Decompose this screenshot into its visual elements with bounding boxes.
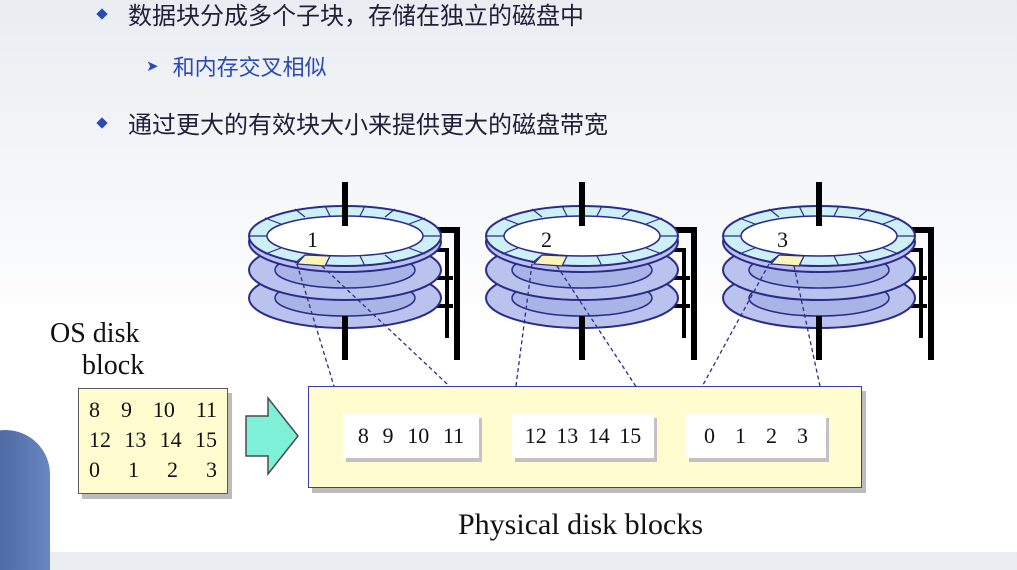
physical-block-cell: 3 — [797, 423, 808, 448]
disk-2-label: 2 — [541, 227, 552, 252]
os-block-cell: 15 — [194, 427, 217, 452]
os-disk-block-box: 8 9 10 11 12 13 14 15 0 1 2 3 — [78, 388, 228, 494]
physical-block-disk-3: 0 1 2 3 — [686, 414, 826, 458]
disk-1 — [249, 182, 457, 360]
os-block-cell: 8 — [89, 397, 100, 422]
os-block-row-2: 12 13 14 15 — [89, 427, 217, 453]
physical-block-cell: 1 — [735, 423, 746, 448]
sub-bullet-1: ➤ 和内存交叉相似 — [146, 50, 327, 82]
os-block-cell: 1 — [128, 457, 139, 482]
physical-block-cell: 12 — [524, 423, 547, 448]
os-block-cell: 12 — [89, 427, 111, 452]
bullet-1: 数据块分成多个子块，存储在独立的磁盘中 — [96, 0, 584, 31]
physical-block-disk-2: 12 13 14 15 — [512, 414, 654, 458]
physical-block-cell: 10 — [407, 423, 430, 448]
physical-block-cell: 15 — [619, 423, 642, 448]
os-label-line1: OS disk — [50, 318, 140, 349]
os-block-row-3: 0 1 2 3 — [89, 457, 217, 483]
physical-block-cell: 13 — [556, 423, 579, 448]
bullet-2: 通过更大的有效块大小来提供更大的磁盘带宽 — [96, 105, 608, 140]
disk-3-label: 3 — [777, 227, 788, 252]
os-block-cell: 11 — [195, 397, 217, 422]
os-block-cell: 0 — [89, 457, 100, 482]
physical-block-cell: 9 — [382, 423, 394, 448]
os-block-cell: 13 — [124, 427, 147, 452]
arrow-icon — [245, 395, 299, 477]
physical-block-cell: 8 — [357, 423, 369, 448]
os-block-row-1: 8 9 10 11 — [89, 397, 217, 423]
os-block-cell: 2 — [167, 457, 178, 482]
bullet-1-text: 数据块分成多个子块，存储在独立的磁盘中 — [128, 2, 584, 30]
physical-block-cell: 2 — [766, 423, 777, 448]
physical-block-cell: 11 — [442, 423, 465, 448]
disk-1-label: 1 — [307, 227, 318, 252]
disk-2 — [486, 182, 694, 360]
physical-block-cell: 14 — [587, 423, 610, 448]
os-block-cell: 9 — [120, 397, 132, 422]
disk-3 — [723, 182, 931, 360]
arrowhead-bullet-icon: ➤ — [146, 57, 159, 75]
physical-block-disk-1: 8 9 10 11 — [343, 414, 479, 458]
sub-bullet-1-text: 和内存交叉相似 — [172, 56, 327, 81]
os-block-cell: 10 — [152, 397, 175, 422]
physical-block-cell: 0 — [704, 423, 715, 448]
presenter-silhouette — [0, 430, 50, 570]
physical-blocks-caption: Physical disk blocks — [458, 508, 703, 541]
os-label-line2: block — [82, 350, 145, 381]
bullet-2-text: 通过更大的有效块大小来提供更大的磁盘带宽 — [128, 111, 608, 139]
os-block-cell: 14 — [159, 427, 182, 452]
os-block-cell: 3 — [206, 457, 217, 482]
